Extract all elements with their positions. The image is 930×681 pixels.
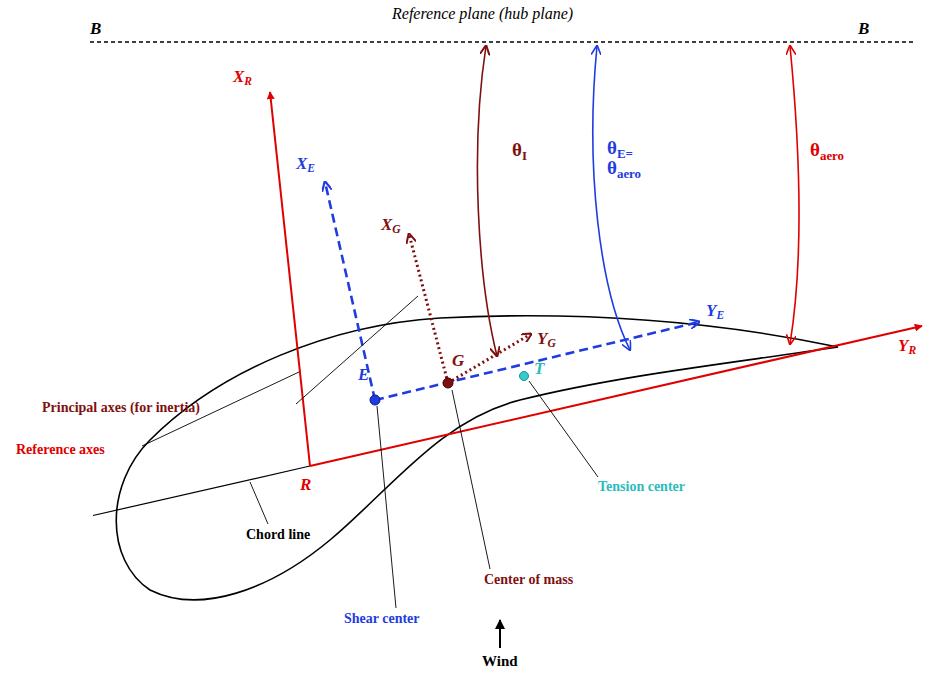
- subscript: G: [392, 223, 400, 236]
- axis-label: XG: [381, 216, 401, 234]
- angle-label: θE= θaero: [607, 138, 641, 178]
- subscript: E: [307, 162, 315, 175]
- leader-line: [377, 406, 396, 608]
- callout-text: Tension center: [598, 480, 685, 495]
- callout-text: Principal axes (for inertia): [42, 401, 200, 416]
- angle-label: θaero: [810, 140, 844, 160]
- point-label: R: [300, 476, 311, 494]
- airfoil-outline: [116, 316, 838, 600]
- symbol-letter: Y: [537, 329, 547, 348]
- leader-line: [250, 482, 268, 524]
- center-of-mass-dot: [443, 378, 453, 388]
- elastic-x-axis: [325, 182, 375, 400]
- axis-label: YE: [706, 302, 724, 320]
- symbol-letter: X: [233, 67, 244, 86]
- subscript: R: [244, 75, 252, 88]
- reference-x-axis: [270, 92, 310, 466]
- reference-y-axis: [310, 326, 922, 466]
- symbol-letter: θ: [607, 137, 617, 158]
- leader-line: [452, 390, 490, 569]
- wind-label: Wind: [482, 654, 518, 670]
- leader-line: [529, 381, 598, 477]
- point-label: E: [358, 366, 369, 384]
- tension-center-dot: [520, 372, 529, 381]
- axis-label: XE: [296, 155, 315, 173]
- subscript: R: [908, 344, 916, 357]
- subscript: aero: [820, 148, 844, 163]
- symbol-letter: θ: [810, 139, 820, 160]
- angle-arc: [477, 46, 497, 356]
- angle-label: θI: [512, 140, 527, 160]
- inertia-x-axis: [409, 234, 448, 383]
- callout-text: Chord line: [246, 528, 310, 543]
- reference-plane-line: [90, 41, 915, 42]
- leader-line: [296, 296, 418, 404]
- symbol-letter: X: [296, 154, 307, 173]
- angle-arc: [790, 46, 799, 344]
- subscript: E: [716, 309, 724, 322]
- plane-title: Reference plane (hub plane): [392, 6, 573, 23]
- symbol-letter: X: [381, 215, 392, 234]
- axis-label: YR: [898, 337, 916, 355]
- symbol-letter: Y: [706, 301, 716, 320]
- plane-end-label: B: [90, 20, 101, 38]
- point-label: T: [534, 360, 544, 378]
- symbol-letter: θ: [607, 157, 617, 178]
- subscript: aero: [617, 166, 641, 181]
- plane-end-label: B: [858, 20, 869, 38]
- chord-line: [93, 466, 310, 516]
- elastic-y-axis: [375, 322, 699, 400]
- inertia-y-axis: [448, 334, 531, 383]
- callout-text: Reference axes: [16, 443, 105, 458]
- axis-label: YG: [537, 330, 556, 348]
- point-label: G: [452, 352, 464, 370]
- callout-text: Shear center: [344, 612, 420, 627]
- angle-arc: [593, 46, 630, 350]
- symbol-letter: Y: [898, 336, 908, 355]
- subscript: I: [522, 148, 527, 163]
- callout-text: Center of mass: [484, 573, 573, 588]
- wind-arrow: [499, 620, 501, 648]
- subscript: E=: [617, 146, 633, 161]
- shear-center-dot: [370, 395, 380, 405]
- subscript: G: [547, 337, 555, 350]
- symbol-letter: θ: [512, 139, 522, 160]
- axis-label: XR: [233, 68, 252, 86]
